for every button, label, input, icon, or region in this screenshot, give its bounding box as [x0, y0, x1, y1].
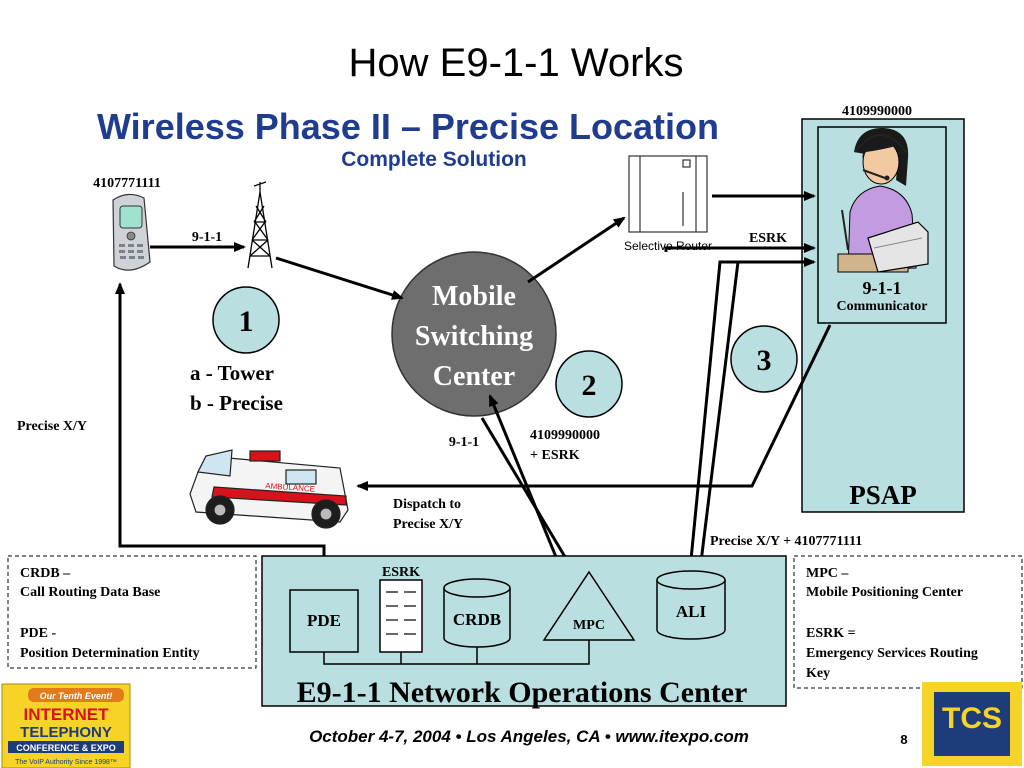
ambulance-icon	[189, 449, 349, 529]
legend-pde-def: Position Determination Entity	[20, 646, 200, 661]
svg-text:The VoIP Authority Since 1998™: The VoIP Authority Since 1998™	[15, 759, 117, 766]
legend-mpc-term: MPC –	[806, 566, 849, 581]
label-call-9-1-1: 9-1-1	[192, 230, 222, 245]
step-2-circle	[555, 350, 623, 418]
svg-text:TELEPHONY: TELEPHONY	[20, 724, 112, 741]
communicator-sublabel: Communicator	[837, 299, 928, 314]
crdb-node	[443, 578, 511, 648]
step-1-circle	[212, 286, 280, 354]
label-dispatch-line2: Precise X/Y	[393, 517, 463, 532]
msc-label-line2: Switching	[415, 321, 533, 352]
slide-title: How E9-1-1 Works	[349, 41, 684, 85]
arrow-tower-to-msc	[275, 256, 404, 300]
selective-router-icon	[628, 155, 708, 233]
arrow-ali-to-psap	[688, 257, 816, 571]
selective-router-label: Selective Router	[624, 239, 712, 253]
arrow-esrk-to-psap	[664, 243, 816, 253]
pde-label: PDE	[307, 611, 341, 630]
mpc-node	[542, 570, 636, 641]
legend-esrk-term: ESRK =	[806, 626, 856, 641]
arrow-psap-to-ali	[696, 261, 740, 572]
internet-telephony-logo: Our Tenth Event! INTERNET TELEPHONY CONF…	[1, 683, 131, 768]
msc-label-line3: Center	[433, 361, 515, 392]
label-precise-xy-number: Precise X/Y + 4107771111	[710, 534, 862, 549]
page-number: 8	[900, 732, 907, 747]
tcs-logo: TCS	[922, 682, 1022, 766]
mpc-label: MPC	[573, 618, 605, 633]
psap-number: 4109990000	[842, 104, 912, 119]
tower-note-line2: b - Precise	[190, 391, 283, 415]
legend-right-box	[793, 555, 1023, 689]
caller-number: 4107771111	[93, 176, 161, 191]
svg-text:TCS: TCS	[942, 702, 1002, 735]
cell-phone-icon	[112, 193, 151, 271]
legend-crdb-def: Call Routing Data Base	[20, 585, 160, 600]
step-3-circle	[730, 325, 798, 393]
ambulance-label: AMBULANCE	[265, 481, 315, 493]
msc-label-line1: Mobile	[432, 281, 516, 312]
diagram-heading: Wireless Phase II – Precise Location	[97, 106, 719, 147]
tower-note-line1: a - Tower	[190, 361, 274, 385]
label-number-line1: 4109990000	[530, 428, 600, 443]
label-mpc-call: 9-1-1	[449, 435, 479, 450]
psap-label: PSAP	[849, 480, 917, 510]
pde-node	[289, 589, 359, 653]
arrow-msc-to-router	[527, 216, 626, 284]
footer-text: October 4-7, 2004 • Los Angeles, CA • ww…	[309, 727, 749, 746]
arrow-communicator-to-ambulance	[356, 324, 832, 491]
svg-text:CONFERENCE & EXPO: CONFERENCE & EXPO	[16, 743, 116, 753]
legend-esrk-def: Emergency Services Routing	[806, 646, 978, 661]
step-2-number: 2	[582, 369, 597, 402]
legend-mpc-def: Mobile Positioning Center	[806, 585, 963, 600]
diagram-subheading: Complete Solution	[341, 148, 527, 171]
legend-pde-term: PDE -	[20, 626, 57, 641]
step-1-number: 1	[239, 305, 254, 338]
communicator-label: 9-1-1	[863, 278, 902, 298]
legend-crdb-term: CRDB –	[20, 566, 71, 581]
legend-left-box	[7, 555, 257, 669]
msc-node	[391, 251, 557, 417]
svg-text:INTERNET: INTERNET	[24, 705, 110, 724]
step-3-number: 3	[757, 344, 772, 377]
noc-title: E9-1-1 Network Operations Center	[297, 676, 748, 709]
ali-label: ALI	[676, 602, 707, 621]
legend-esrk-def-cont: Key	[806, 666, 830, 681]
ali-node	[656, 570, 726, 640]
cell-tower-icon	[247, 181, 273, 269]
esrk-node	[379, 579, 423, 653]
label-number-line2: + ESRK	[530, 448, 580, 463]
label-dispatch-line1: Dispatch to	[393, 497, 461, 512]
crdb-label: CRDB	[453, 610, 501, 629]
label-esrk: ESRK	[749, 231, 787, 246]
operator-icon	[837, 127, 929, 273]
label-precise-xy: Precise X/Y	[17, 419, 87, 434]
esrk-label: ESRK	[382, 565, 420, 580]
svg-text:Our Tenth Event!: Our Tenth Event!	[40, 691, 113, 701]
